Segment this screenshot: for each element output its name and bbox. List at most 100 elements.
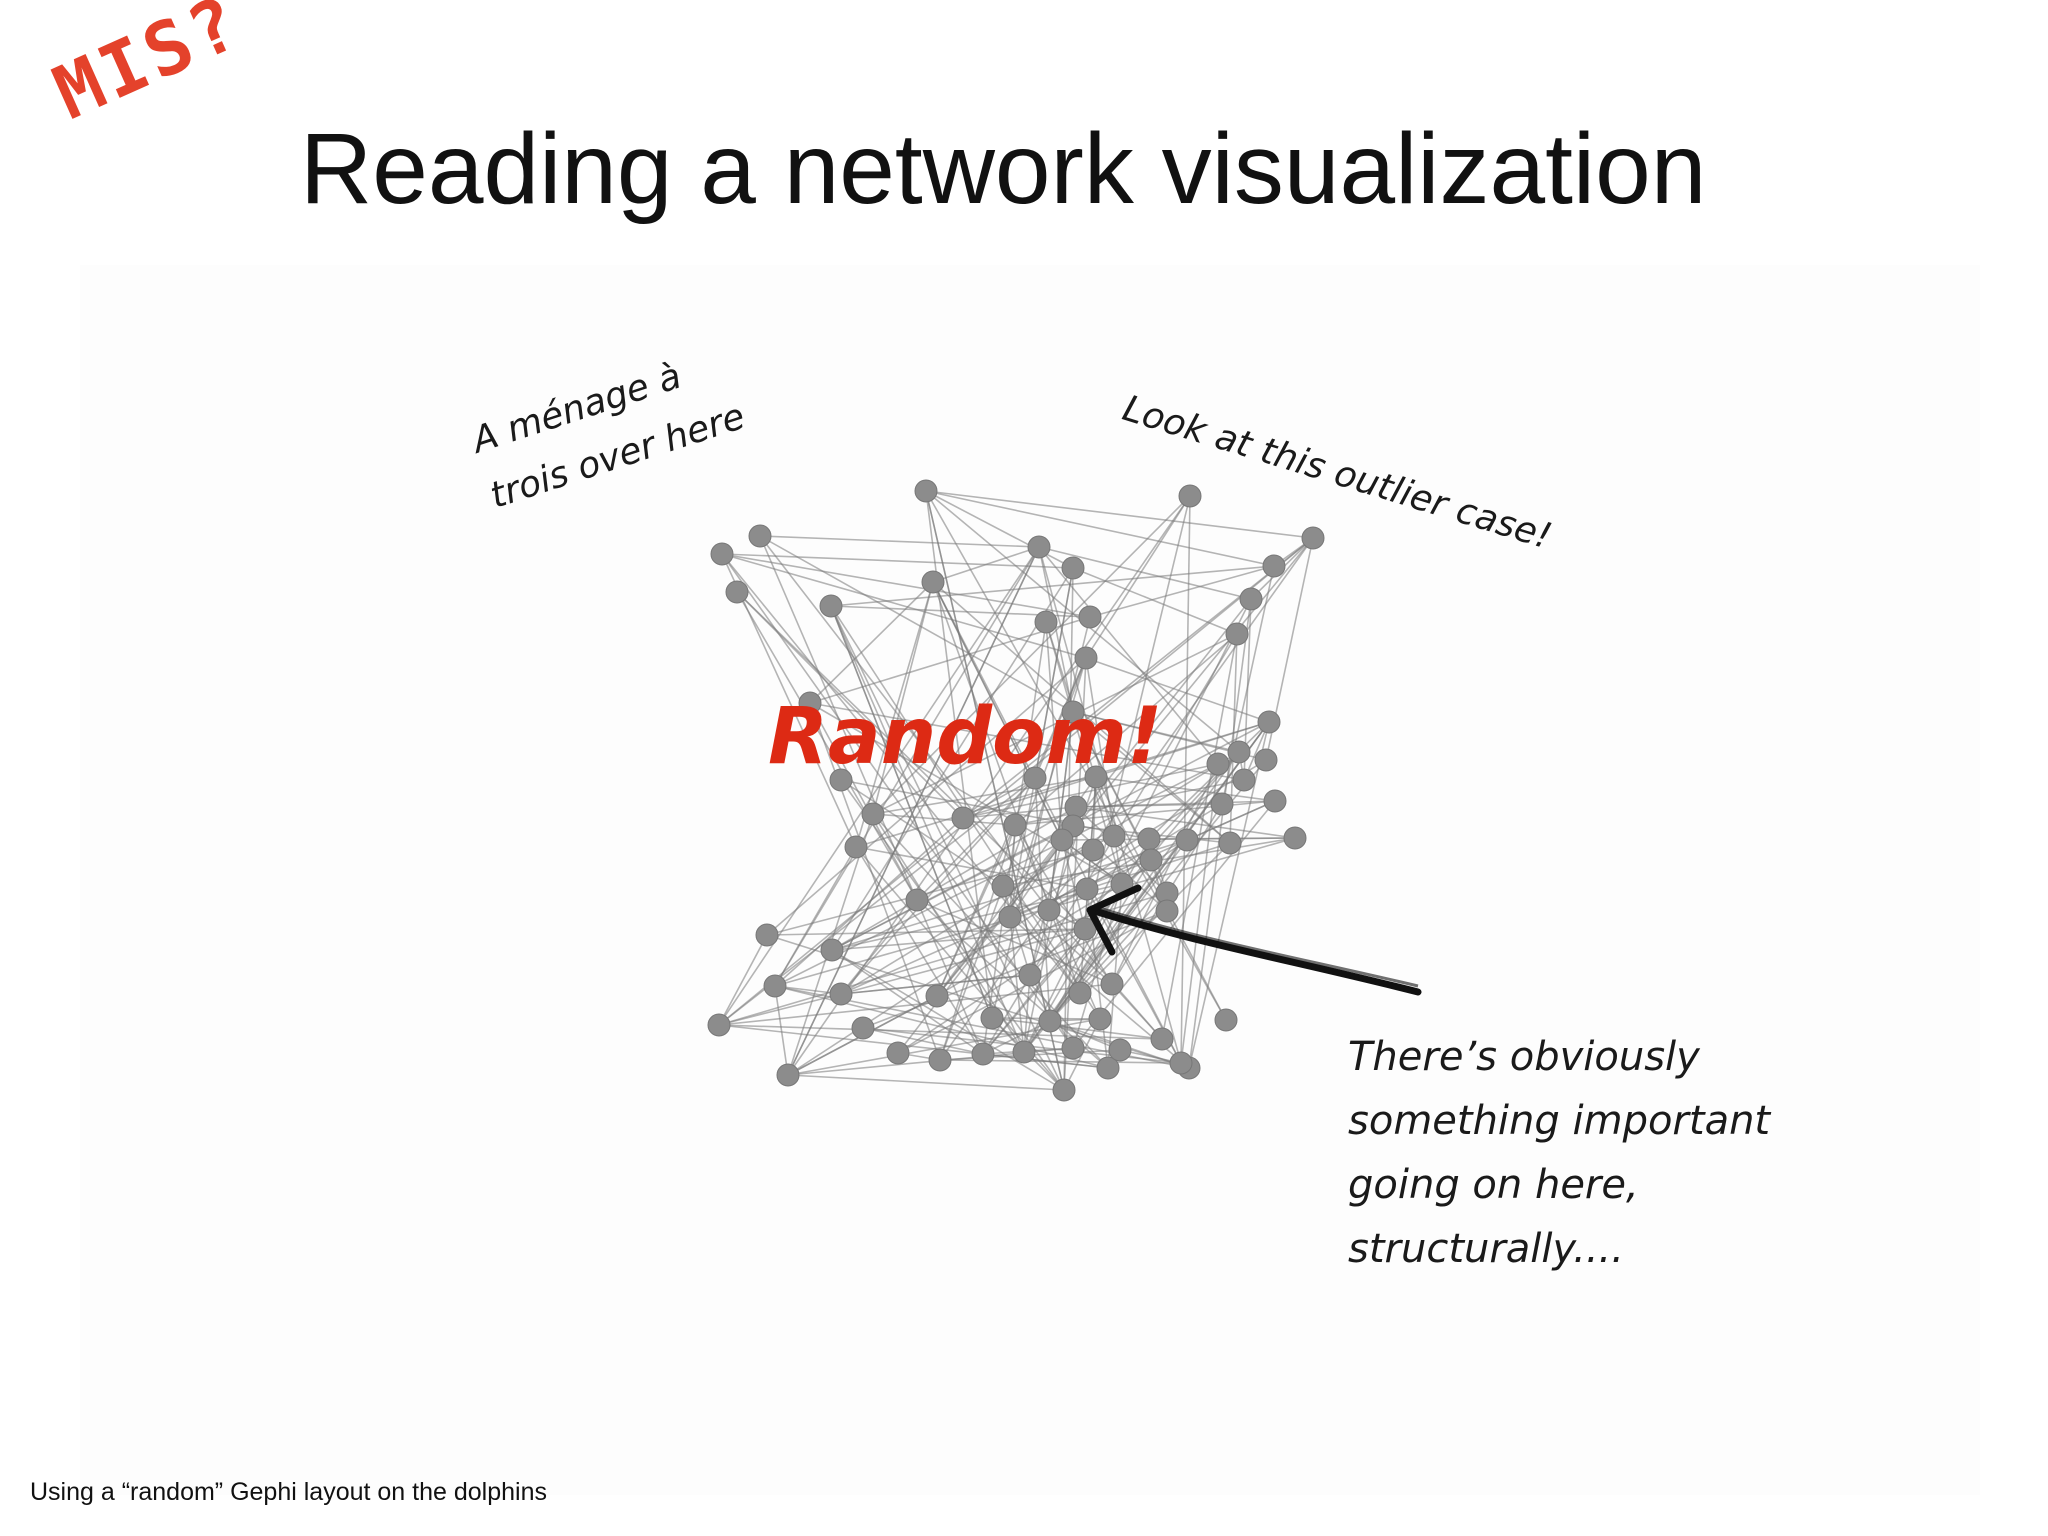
network-node [1225,622,1249,646]
network-node [886,1041,910,1065]
network-edge [830,565,1275,607]
network-edge [872,633,1238,815]
network-node [1155,899,1179,923]
network-node [1003,813,1027,837]
network-node [1262,554,1286,578]
network-node [861,802,885,826]
network-edge [855,721,1270,848]
network-edge [925,490,1275,567]
network-edge [718,546,1040,1026]
network-edge [1111,983,1163,1040]
network-node [905,888,929,912]
network-edge [872,581,934,815]
network-node [710,542,734,566]
network-edge [809,581,934,704]
network-edge [932,546,1040,583]
structure-line-4: structurally.... [1348,1226,1624,1272]
network-edge [840,777,1036,995]
network-edge [840,779,1150,840]
structure-line-2: something important [1348,1098,1771,1144]
network-edge [872,495,1191,815]
network-node [1257,710,1281,734]
network-node [1232,768,1256,792]
network-node [951,806,975,830]
network-node [928,1048,952,1072]
network-edge [939,824,1016,1061]
slide-caption: Using a “random” Gephi layout on the dol… [30,1478,547,1506]
network-node [1206,752,1230,776]
network-node [1023,766,1047,790]
network-node [1052,1078,1076,1102]
network-nodes [707,479,1325,1102]
network-node [1210,792,1234,816]
network-edge [736,591,918,901]
network-node [844,835,868,859]
network-node [1061,700,1085,724]
network-node [829,768,853,792]
network-edge [774,985,1109,1069]
network-node [725,580,749,604]
network-edge [759,535,1040,548]
network-edge [1034,777,1051,1022]
network-edge [1188,598,1252,1069]
network-node [1027,535,1051,559]
network-edge [840,899,918,995]
network-node [1088,1007,1112,1031]
network-node [921,570,945,594]
network-node [991,874,1015,898]
network-node [1218,831,1242,855]
network-edge [830,605,1065,1091]
network-edge [1072,711,1152,861]
network-edge [939,537,1314,1061]
network-node [1078,605,1102,629]
network-edge [774,546,1040,987]
network-edge [925,490,1074,569]
network-edge [1002,885,1081,994]
network-edge [774,837,1296,987]
network-edge [1072,711,1240,753]
network-edge [766,928,1086,936]
network-node [1263,789,1287,813]
network-edge [718,983,1113,1026]
random-annotation: Random! [768,692,1163,782]
network-edge [1038,546,1219,765]
network-edge [962,537,1314,819]
network-edge [721,553,857,848]
network-edge [1014,633,1238,826]
network-edge [1061,839,1123,885]
network-edge [721,553,1074,569]
network-edge [1072,567,1238,635]
network-edge [840,779,1004,887]
network-node [1037,898,1061,922]
network-edge [1180,763,1219,1064]
network-node [1012,1040,1036,1064]
network-edge [721,553,1087,659]
network-edge [809,702,1245,781]
network-node [1301,526,1325,550]
network-node [1254,748,1278,772]
network-edge [916,777,1036,901]
network-node [1150,1027,1174,1051]
network-edge [925,490,1065,1091]
network-edge [1085,495,1191,659]
network-edge [1084,598,1252,930]
network-edge [1085,657,1270,723]
network-edge [718,537,1314,1026]
network-edge [831,949,984,1055]
network-node [755,923,779,947]
network-node [1227,740,1251,764]
network-node [1074,646,1098,670]
arrow-icon [1086,884,1422,996]
network-node [1139,848,1163,872]
network-edge [962,806,1077,819]
network-edge [809,702,918,901]
network-node [914,479,938,503]
network-node [1100,972,1124,996]
structure-line-1: There’s obviously [1348,1034,1700,1080]
network-node [1075,877,1099,901]
network-node [1068,981,1092,1005]
network-edge [897,928,1086,1054]
network-edge [759,535,1074,713]
